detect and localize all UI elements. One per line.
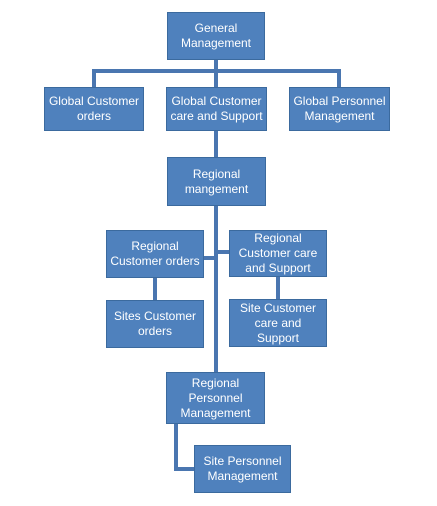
node-sites-customer-orders: Sites Customer orders — [106, 300, 204, 348]
node-regional-customer-care: Regional Customer care and Support — [229, 230, 327, 277]
node-general-management: General Management — [167, 12, 265, 60]
connector-personnel-to-site — [174, 424, 194, 471]
node-global-personnel: Global Personnel Management — [289, 87, 390, 131]
node-regional-management: Regional mangement — [167, 157, 266, 206]
node-regional-customer-orders: Regional Customer orders — [106, 230, 204, 278]
node-global-customer-orders: Global Customer orders — [44, 87, 144, 131]
node-global-customer-care: Global Customer care and Support — [166, 87, 267, 131]
node-site-customer-care: Site Customer care and Support — [229, 299, 327, 347]
node-site-personnel: Site Personnel Management — [194, 445, 291, 493]
node-regional-personnel: Regional Personnel Management — [166, 372, 265, 424]
